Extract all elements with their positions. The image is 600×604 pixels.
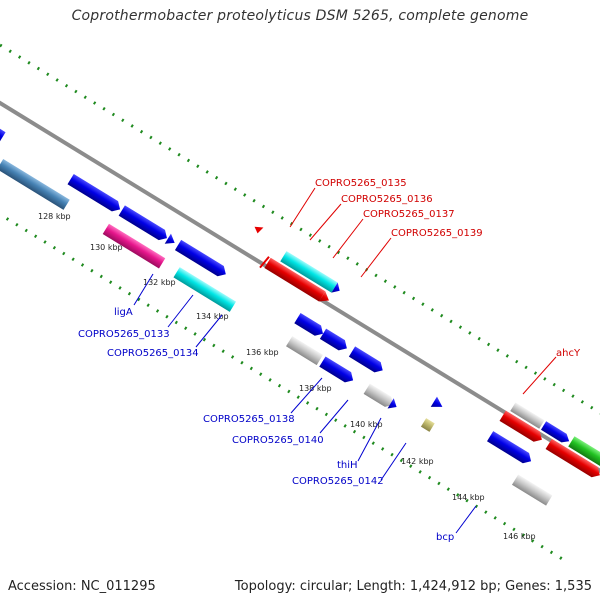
gene-red[interactable] — [545, 438, 600, 481]
gene-label-COPRO5265_0138[interactable]: COPRO5265_0138 — [203, 414, 295, 425]
kbp-label: 138 kbp — [299, 384, 332, 393]
gene-blue[interactable] — [486, 431, 534, 466]
gene-blue-small[interactable] — [430, 396, 446, 412]
leader-line — [195, 314, 223, 348]
gene-steelblue[interactable] — [0, 158, 70, 210]
leader-line — [289, 187, 316, 228]
gene-COPRO5265_0139[interactable] — [319, 291, 332, 305]
leader-line — [380, 442, 407, 481]
kbp-label: 136 kbp — [246, 348, 279, 357]
leader-line — [455, 505, 477, 534]
kbp-label: 140 kbp — [350, 420, 383, 429]
gene-COPRO5265_0136[interactable] — [280, 251, 338, 293]
kbp-label: 128 kbp — [38, 212, 71, 221]
gene-label-COPRO5265_0135[interactable]: COPRO5265_0135 — [315, 178, 407, 189]
leader-line — [319, 399, 349, 434]
leader-line — [290, 377, 323, 414]
gene-ligA[interactable] — [102, 223, 166, 269]
gene-thiH[interactable] — [363, 383, 397, 410]
gene-label-thiH[interactable]: thiH — [337, 460, 358, 471]
gene-blue-small[interactable] — [331, 282, 342, 295]
gene-blue[interactable] — [348, 346, 386, 375]
gene-COPRO5265_0134[interactable] — [173, 267, 237, 312]
inner-gene-track — [0, 80, 600, 562]
leader-line — [167, 294, 194, 328]
gene-blue[interactable] — [540, 421, 572, 445]
accession-text: Accession: NC_011295 — [8, 579, 156, 594]
gene-label-COPRO5265_0140[interactable]: COPRO5265_0140 — [232, 435, 324, 446]
leader-line — [133, 273, 154, 306]
leader-line — [522, 356, 557, 395]
outer-tick-ring — [0, 43, 600, 423]
gene-ahcY-red[interactable] — [499, 410, 545, 445]
gene-blue[interactable] — [0, 115, 6, 143]
leader-line — [309, 203, 342, 241]
kbp-label: 132 kbp — [143, 278, 176, 287]
gene-red-tick — [259, 256, 270, 269]
kbp-label: 144 kbp — [452, 493, 485, 502]
gene-blue-small[interactable] — [164, 233, 178, 248]
outer-tick-dots — [0, 43, 600, 423]
gene-COPRO5265_0138[interactable] — [286, 336, 323, 366]
gene-COPRO5265_0137[interactable] — [264, 257, 326, 302]
gene-green[interactable] — [568, 436, 600, 484]
kbp-tick-labels: 128 kbp 130 kbp 132 kbp 134 kbp 136 kbp … — [38, 212, 536, 541]
map-title: Coprothermobacter proteolyticus DSM 5265… — [71, 8, 529, 24]
gene-COPRO5265_0133[interactable] — [118, 205, 170, 243]
gene-blue[interactable] — [174, 239, 229, 279]
gene-label-COPRO5265_0142[interactable]: COPRO5265_0142 — [292, 476, 384, 487]
genome-summary-text: Topology: circular; Length: 1,424,912 bp… — [234, 579, 592, 594]
outer-gene-track — [252, 223, 342, 305]
gene-label-COPRO5265_0134[interactable]: COPRO5265_0134 — [107, 348, 199, 359]
gene-COPRO5265_0142[interactable] — [387, 398, 399, 412]
gene-label-ahcY[interactable]: ahcY — [556, 348, 581, 359]
kbp-label: 146 kbp — [503, 532, 536, 541]
gene-label-COPRO5265_0137[interactable]: COPRO5265_0137 — [363, 209, 455, 220]
gene-label-bcp[interactable]: bcp — [436, 532, 454, 543]
gene-gray[interactable] — [511, 474, 553, 506]
gene-label-COPRO5265_0139[interactable]: COPRO5265_0139 — [391, 228, 483, 239]
leader-line — [357, 417, 382, 462]
gene-blue[interactable] — [319, 328, 350, 354]
gene-bcp[interactable] — [420, 418, 435, 432]
gene-blue[interactable] — [294, 312, 326, 339]
gene-label-COPRO5265_0136[interactable]: COPRO5265_0136 — [341, 194, 433, 205]
gene-COPRO5265_0135[interactable] — [252, 223, 264, 234]
kbp-label: 142 kbp — [401, 457, 434, 466]
gene-label-COPRO5265_0133[interactable]: COPRO5265_0133 — [78, 329, 170, 340]
inner-tick-dots — [0, 182, 566, 562]
gene-COPRO5265_0140[interactable] — [319, 356, 356, 385]
leader-line — [360, 237, 392, 278]
gene-blue[interactable] — [67, 174, 123, 215]
kbp-label: 134 kbp — [196, 312, 229, 321]
gene-label-ligA[interactable]: ligA — [114, 307, 133, 318]
kbp-label: 130 kbp — [90, 243, 123, 252]
blue-gene-labels: ligA COPRO5265_0133 COPRO5265_0134 COPRO… — [78, 273, 477, 543]
gene-gray[interactable] — [510, 402, 545, 429]
red-gene-labels: COPRO5265_0135 COPRO5265_0136 COPRO5265_… — [289, 178, 581, 395]
leader-line — [332, 218, 364, 259]
